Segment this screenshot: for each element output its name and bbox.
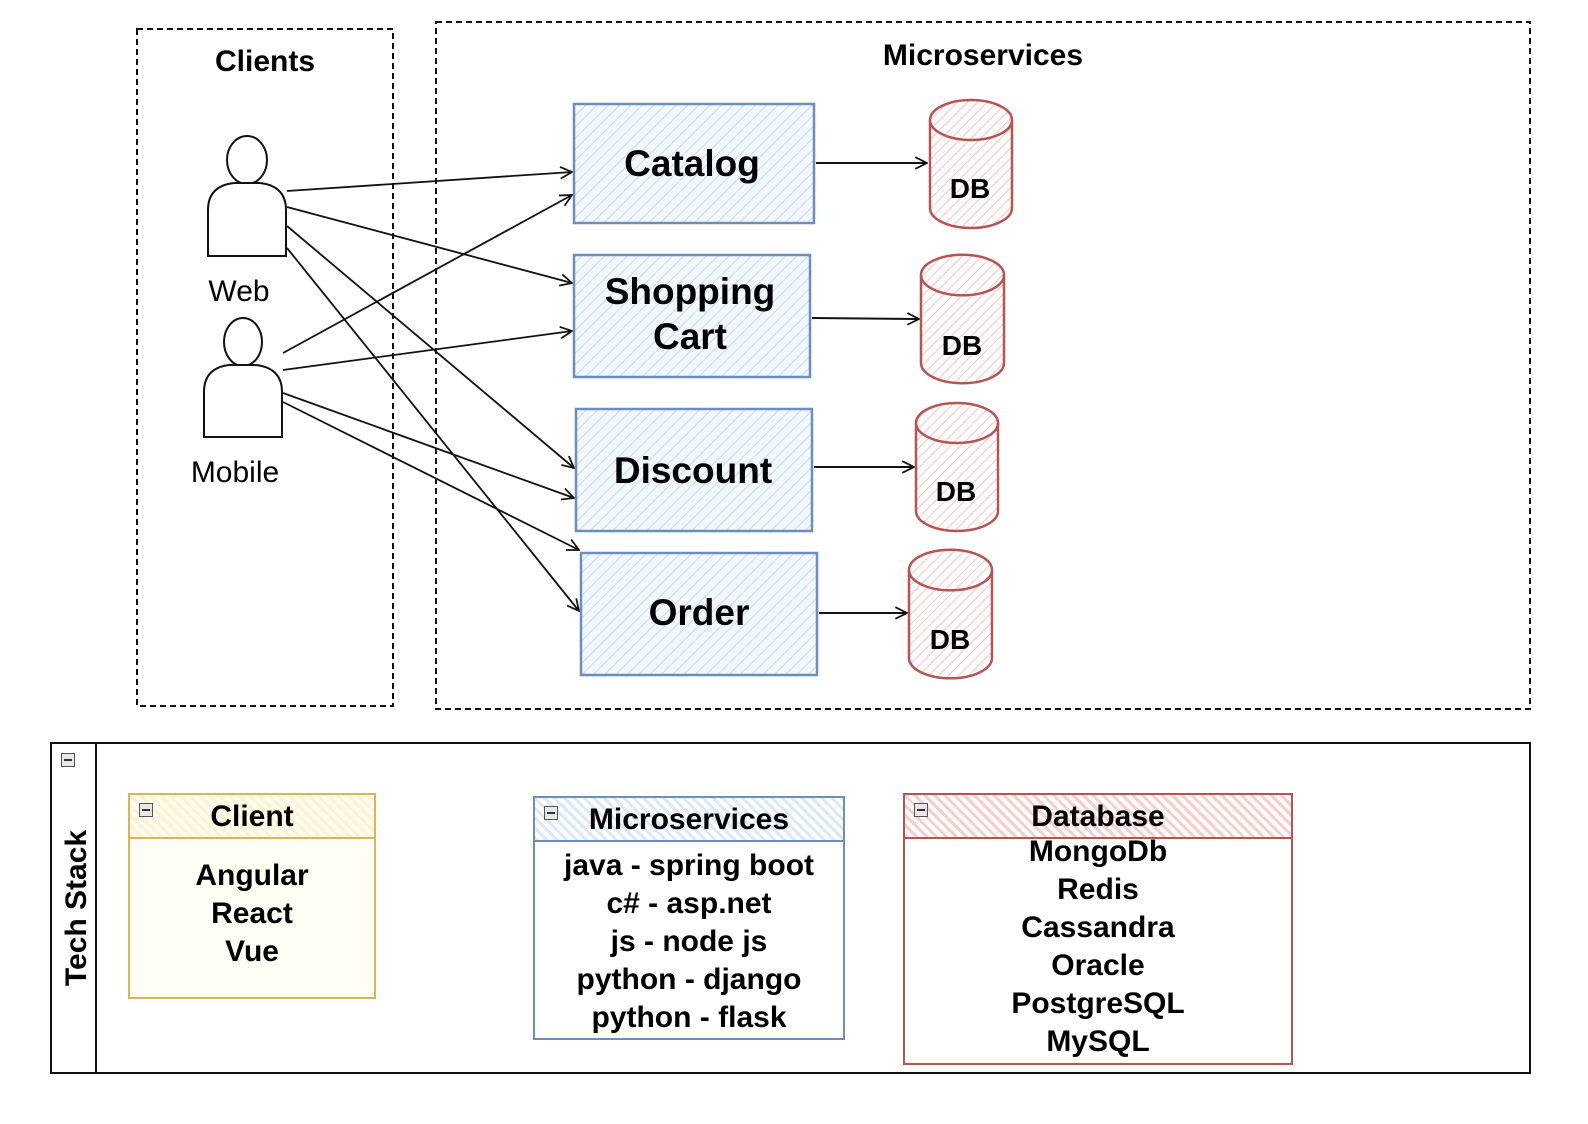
connector-web-order — [286, 247, 579, 611]
service-order-label: Order — [649, 592, 750, 633]
tech-item: c# - asp.net — [606, 887, 772, 920]
database-collapse-icon[interactable] — [914, 803, 928, 817]
cylinder-icon — [907, 548, 994, 680]
database-order-label: DB — [930, 624, 970, 655]
database-catalog-label: DB — [950, 173, 990, 204]
tech-item: MongoDb — [1028, 835, 1168, 868]
tech-item: React — [211, 897, 293, 930]
service-catalog-label: Catalog — [624, 143, 760, 184]
tech-card-microservices: Microservices java - spring boot c# - as… — [533, 796, 845, 1040]
connector-mobile-discount — [282, 392, 574, 498]
service-shopping-cart: Shopping Cart — [572, 253, 812, 379]
connector-web-discount — [286, 225, 574, 468]
connector-web-catalog — [286, 172, 572, 192]
tech-card-database-title: Database — [1031, 800, 1165, 833]
database-order: DB — [907, 548, 994, 680]
tech-card-microservices-items: java - spring boot c# - asp.net js - nod… — [535, 847, 843, 1037]
database-catalog: DB — [928, 98, 1014, 230]
person-icon — [207, 135, 287, 257]
microservices-collapse-icon[interactable] — [544, 806, 558, 820]
tech-card-microservices-title: Microservices — [588, 803, 790, 836]
tech-item: python - flask — [591, 1001, 787, 1034]
connector-shopping-cart-db — [811, 318, 919, 319]
tech-item: MySQL — [1046, 1025, 1150, 1058]
db-connections — [811, 163, 927, 613]
connector-mobile-catalog — [282, 195, 572, 354]
tech-card-database-items: MongoDb Redis Cassandra Oracle PostgreSQ… — [905, 833, 1291, 1061]
database-shopping-cart: DB — [919, 253, 1006, 385]
tech-card-client: Client Angular React Vue — [128, 793, 376, 999]
tech-stack-collapse-icon[interactable] — [61, 753, 75, 767]
clients-group: Clients — [136, 28, 394, 707]
database-discount: DB — [914, 401, 1000, 533]
actor-mobile: Mobile — [191, 317, 283, 489]
service-discount-label: Discount — [614, 450, 772, 491]
tech-card-microservices-header: Microservices — [535, 798, 843, 842]
clients-title: Clients — [215, 45, 315, 78]
connector-mobile-shopping-cart — [282, 331, 572, 371]
tech-item: Angular — [195, 859, 309, 892]
tech-item: Oracle — [1051, 949, 1145, 982]
database-discount-label: DB — [936, 476, 976, 507]
actor-mobile-label: Mobile — [191, 456, 279, 489]
service-order: Order — [579, 551, 819, 677]
tech-card-database: Database MongoDb Redis Cassandra Oracle … — [903, 793, 1293, 1065]
service-catalog: Catalog — [572, 102, 816, 225]
tech-stack-panel: Tech Stack — [50, 742, 1531, 1074]
actor-web-label: Web — [208, 275, 269, 308]
tech-item: PostgreSQL — [1011, 987, 1185, 1020]
cylinder-icon — [914, 401, 1000, 533]
tech-item: js - node js — [610, 925, 768, 958]
cylinder-icon — [919, 253, 1006, 385]
service-shopping-cart-label-line2: Cart — [653, 316, 727, 357]
tech-stack-title: Tech Stack — [60, 830, 93, 986]
tech-card-database-header: Database — [905, 795, 1291, 839]
tech-card-client-header: Client — [130, 795, 374, 839]
client-collapse-icon[interactable] — [139, 803, 153, 817]
tech-card-client-title: Client — [210, 800, 294, 833]
microservices-group: Microservices — [435, 21, 1531, 710]
connector-web-shopping-cart — [286, 206, 572, 283]
database-shopping-cart-label: DB — [942, 330, 982, 361]
actor-web: Web — [207, 135, 287, 308]
tech-item: Redis — [1057, 873, 1139, 906]
tech-item: Vue — [225, 935, 279, 968]
tech-card-client-items: Angular React Vue — [130, 857, 374, 971]
person-icon — [203, 317, 283, 438]
connector-mobile-order — [282, 401, 579, 550]
client-connections — [282, 172, 579, 611]
tech-item: python - django — [576, 963, 802, 996]
service-shopping-cart-label-line1: Shopping — [605, 271, 776, 312]
tech-item: java - spring boot — [563, 849, 815, 882]
service-discount: Discount — [574, 407, 814, 533]
cylinder-icon — [928, 98, 1014, 230]
microservices-title: Microservices — [883, 39, 1083, 72]
tech-item: Cassandra — [1021, 911, 1175, 944]
